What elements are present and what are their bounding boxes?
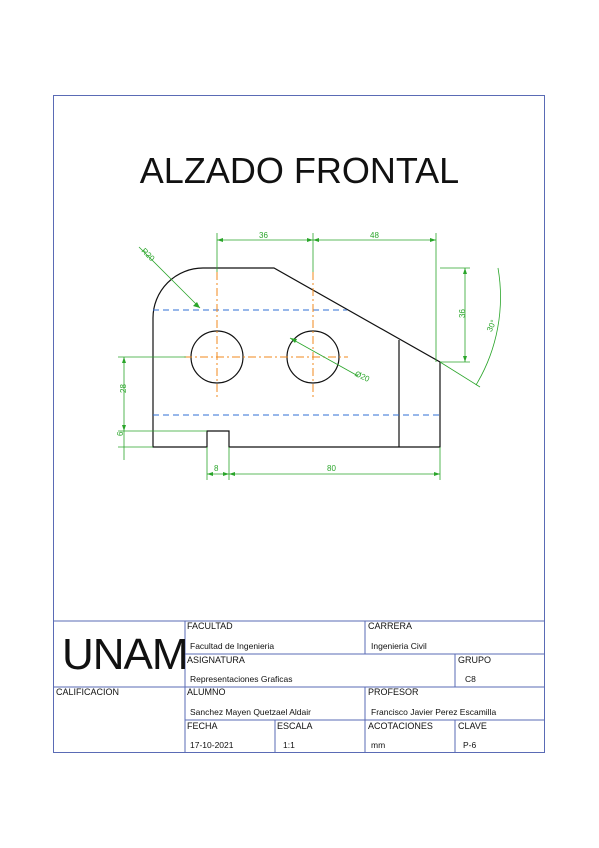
clave-value: P-6 — [463, 740, 477, 750]
calificacion-label: CALIFICACION — [56, 687, 120, 697]
dimension-texts: 36 48 R20 36 30° Ø20 28 6 8 80 — [116, 231, 498, 473]
drawing-sheet-border — [53, 95, 545, 753]
clave-label: CLAVE — [458, 721, 487, 731]
profesor-value: Francisco Javier Perez Escamilla — [371, 707, 497, 717]
asignatura-label: ASIGNATURA — [187, 655, 245, 665]
fecha-label: FECHA — [187, 721, 218, 731]
grupo-label: GRUPO — [458, 655, 492, 665]
dim-36-right: 36 — [458, 309, 467, 318]
title-block-grid — [53, 620, 545, 753]
facultad-value: Facultad de Ingenieria — [190, 641, 275, 651]
dim-28: 28 — [119, 384, 128, 393]
grupo-value: C8 — [465, 674, 476, 684]
carrera-value: Ingenieria Civil — [371, 641, 427, 651]
asignatura-value: Representaciones Graficas — [190, 674, 293, 684]
center-lines — [184, 272, 348, 400]
acotaciones-value: mm — [371, 740, 386, 750]
profesor-label: PROFESOR — [368, 687, 419, 697]
acotaciones-label: ACOTACIONES — [368, 721, 433, 731]
dim-80: 80 — [327, 464, 336, 473]
dimension-lines — [118, 233, 501, 480]
drawing-title: ALZADO FRONTAL — [139, 150, 460, 191]
dimension-arrows — [122, 238, 467, 476]
carrera-label: CARRERA — [368, 621, 413, 631]
dim-8: 8 — [214, 464, 219, 473]
escala-value: 1:1 — [283, 740, 295, 750]
dim-36-top: 36 — [259, 231, 268, 240]
dim-48-top: 48 — [370, 231, 379, 240]
alumno-label: ALUMNO — [187, 687, 226, 697]
dim-r20: R20 — [140, 246, 157, 263]
facultad-label: FACULTAD — [187, 621, 233, 631]
dim-dia-20: Ø20 — [353, 369, 371, 384]
dim-angle-30: 30° — [485, 318, 498, 333]
hidden-lines — [153, 309, 440, 416]
fecha-value: 17-10-2021 — [190, 740, 234, 750]
alumno-value: Sanchez Mayen Quetzael Aldair — [190, 707, 311, 717]
unam-logo-text: UNAM — [62, 630, 189, 679]
escala-label: ESCALA — [277, 721, 313, 731]
dim-6: 6 — [116, 431, 125, 436]
